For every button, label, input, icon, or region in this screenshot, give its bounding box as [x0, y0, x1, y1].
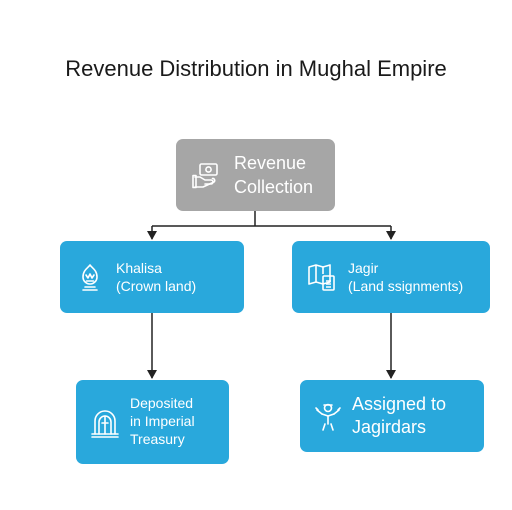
node-label-line2: in Imperial — [130, 413, 195, 430]
node-label-line3: Treasury — [130, 430, 185, 447]
node-label-line2: Jagirdars — [352, 417, 427, 437]
node-label-line1: Revenue — [234, 152, 307, 173]
node-revenue-collection: Revenue Collection — [176, 139, 335, 211]
node-label-line1: Deposited — [130, 395, 194, 412]
node-label-line1: Khalisa — [116, 259, 162, 276]
map-document-icon — [306, 262, 338, 292]
diagram-title: Revenue Distribution in Mughal Empire — [65, 56, 447, 81]
money-hand-icon — [190, 160, 224, 190]
node-jagir: Jagir (Land ssignments) — [292, 241, 490, 313]
node-assigned-jagirdars: Assigned to Jagirdars — [300, 380, 484, 452]
node-label-line1: Assigned to — [352, 393, 447, 414]
node-khalisa: Khalisa (Crown land) — [60, 241, 244, 313]
crown-land-icon — [74, 262, 106, 292]
official-person-icon — [312, 400, 344, 432]
node-label-line1: Jagir — [348, 259, 379, 276]
node-label-line2: (Land ssignments) — [348, 278, 464, 294]
node-label-line2: (Crown land) — [116, 278, 197, 294]
node-label-line2: Collection — [234, 177, 314, 197]
node-deposited-treasury: Deposited in Imperial Treasury — [76, 380, 229, 464]
treasury-building-icon — [88, 406, 122, 438]
